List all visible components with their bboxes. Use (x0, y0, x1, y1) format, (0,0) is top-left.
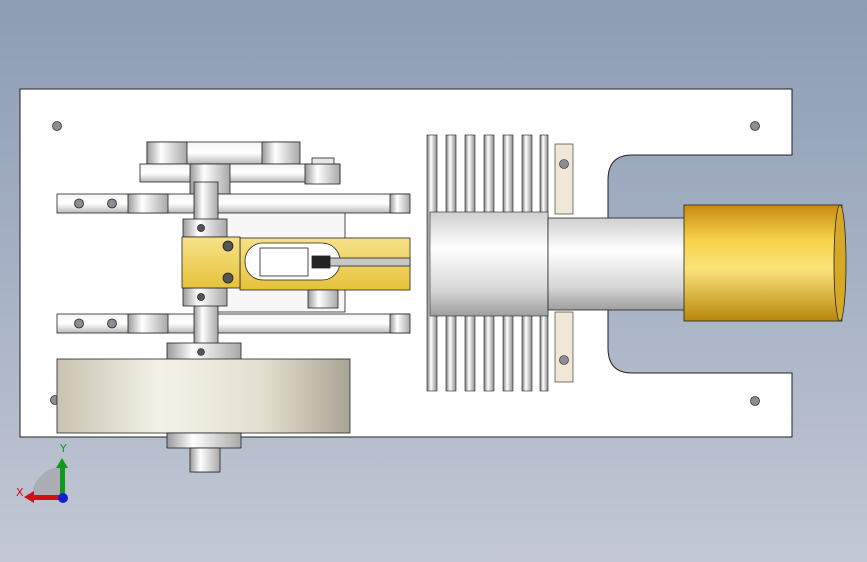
connecting-rod[interactable] (239, 237, 411, 309)
crosshead[interactable] (181, 218, 241, 307)
fin-clamps[interactable] (554, 143, 574, 383)
upper-guide-bar[interactable] (56, 193, 411, 214)
top-bearing-bracket[interactable] (139, 141, 341, 195)
flywheel[interactable] (56, 358, 351, 434)
orientation-triad (24, 458, 68, 503)
lower-guide-bar[interactable] (56, 313, 411, 334)
gold-cylinder[interactable] (683, 204, 847, 322)
x-axis-label: X (16, 486, 24, 499)
flywheel-hub-bottom[interactable] (166, 432, 242, 473)
y-axis-label: Y (60, 442, 67, 455)
cooling-fins[interactable] (426, 134, 549, 392)
y-axis-arrow (60, 467, 65, 497)
z-axis-dot (58, 493, 68, 503)
x-axis-arrow (32, 495, 62, 500)
cylinder-tube[interactable] (547, 217, 691, 311)
